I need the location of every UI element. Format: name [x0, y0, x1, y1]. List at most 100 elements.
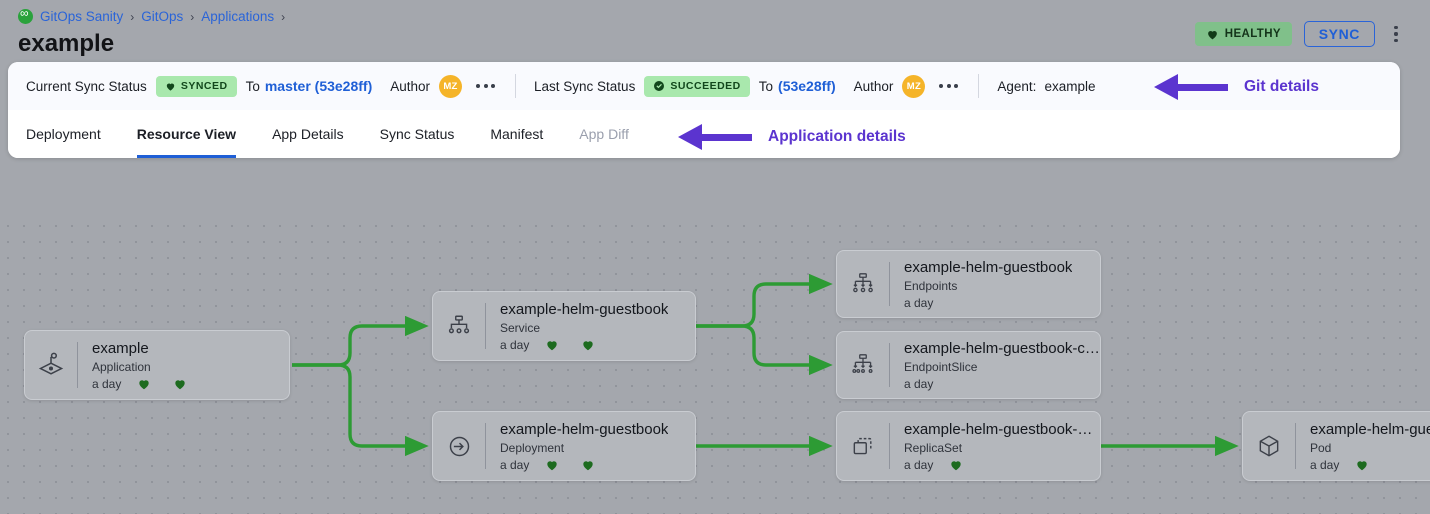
- heart-icon: [1207, 30, 1217, 39]
- tab-resource-view[interactable]: Resource View: [136, 111, 237, 158]
- agent-label: Agent:: [997, 78, 1037, 94]
- last-ellipsis-icon[interactable]: [939, 84, 959, 88]
- node-title: example-helm-guestbook: [904, 258, 1073, 276]
- node-content: example-helm-guestbook-74... ReplicaSet …: [890, 421, 1100, 472]
- divider: [889, 343, 890, 387]
- tab-deployment[interactable]: Deployment: [26, 126, 101, 142]
- tab-app-diff[interactable]: App Diff: [579, 126, 629, 142]
- node-health-icons: [1355, 458, 1391, 472]
- current-to-label: To: [245, 78, 260, 94]
- annotation-git-details: Git details: [1154, 74, 1319, 100]
- node-title: example: [92, 339, 149, 357]
- service-icon: [433, 313, 485, 339]
- last-revision-link[interactable]: (53e28ff): [778, 78, 836, 94]
- endpointslice-icon: [837, 352, 889, 378]
- node-health-icons: [137, 377, 209, 391]
- node-content: example-helm-guestbook-ct... EndpointSli…: [890, 340, 1100, 391]
- last-author-label: Author: [853, 78, 894, 94]
- heart-icon: [139, 379, 150, 389]
- node-title: example-helm-guestbook-ct...: [904, 339, 1100, 357]
- graph-node-replicaset[interactable]: example-helm-guestbook-74... ReplicaSet …: [836, 411, 1101, 481]
- divider: [1295, 423, 1296, 469]
- tab-manifest[interactable]: Manifest: [490, 126, 544, 142]
- annotation-application-details: Application details: [678, 124, 906, 150]
- annotation-git-details-label: Git details: [1244, 78, 1319, 95]
- current-sync-status-badge: SYNCED: [155, 75, 237, 97]
- node-age: a day: [92, 376, 122, 391]
- kebab-menu-icon[interactable]: [1388, 22, 1404, 46]
- graph-node-deployment[interactable]: example-helm-guestbook Deployment a day: [432, 411, 696, 481]
- node-age: a day: [500, 457, 530, 472]
- check-circle-icon: [654, 81, 665, 91]
- gitops-logo-icon: [18, 6, 33, 24]
- avatar: MZ: [439, 74, 463, 98]
- endpoints-icon: [837, 271, 889, 297]
- status-badge-healthy: HEALTHY: [1194, 22, 1292, 46]
- application-icon: [25, 351, 77, 379]
- breadcrumb-item-applications[interactable]: Applications: [201, 9, 275, 24]
- agent-value: example: [1044, 78, 1096, 94]
- node-content: example-helm-guestbook Endpoints a day: [890, 259, 1072, 310]
- breadcrumb-separator: ›: [130, 9, 135, 24]
- node-meta: a day: [904, 377, 1100, 391]
- last-to-label: To: [758, 78, 774, 94]
- avatar: MZ: [902, 74, 926, 98]
- annotation-application-details-label: Application details: [768, 128, 906, 145]
- node-content: example-helm-guest Pod a day: [1296, 421, 1430, 472]
- current-revision-link[interactable]: master (53e28ff): [264, 78, 373, 94]
- graph-node-service[interactable]: example-helm-guestbook Service a day: [432, 291, 696, 361]
- node-age: a day: [500, 337, 530, 352]
- node-title: example-helm-guestbook: [500, 420, 669, 438]
- left-arrow-annotation-icon: [1154, 74, 1228, 100]
- heart-icon: [583, 460, 594, 470]
- node-kind: Deployment: [500, 440, 565, 455]
- sync-button[interactable]: SYNC: [1303, 21, 1375, 47]
- deployment-icon: [433, 433, 485, 460]
- breadcrumb-separator: ›: [281, 9, 286, 24]
- graph-node-application[interactable]: example Application a day: [24, 330, 290, 400]
- node-kind: Pod: [1310, 440, 1332, 455]
- node-meta: a day: [500, 458, 668, 472]
- node-age: a day: [904, 457, 934, 472]
- breadcrumb: GitOps Sanity › GitOps › Applications ›: [18, 6, 286, 24]
- tab-app-details[interactable]: App Details: [272, 126, 344, 142]
- node-kind: EndpointSlice: [904, 359, 978, 374]
- divider: [485, 303, 486, 349]
- node-health-icons: [545, 458, 617, 472]
- node-title: example-helm-guest: [1310, 420, 1430, 438]
- graph-node-endpoints[interactable]: example-helm-guestbook Endpoints a day: [836, 250, 1101, 318]
- divider: [889, 423, 890, 469]
- left-arrow-annotation-icon: [678, 124, 752, 150]
- graph-node-endpointslice[interactable]: example-helm-guestbook-ct... EndpointSli…: [836, 331, 1101, 399]
- node-age: a day: [1310, 457, 1340, 472]
- resource-graph-canvas[interactable]: example Application a day: [0, 218, 1430, 514]
- node-meta: a day: [904, 296, 1072, 310]
- pod-icon: [1243, 433, 1295, 459]
- tab-sync-status[interactable]: Sync Status: [379, 126, 455, 142]
- graph-toolbar: Name Kind Health Status Sync Status: [0, 166, 1430, 377]
- node-health-icons: [545, 338, 617, 352]
- tab-bar: Deployment Resource View App Details Syn…: [8, 110, 1400, 158]
- node-content: example-helm-guestbook Deployment a day: [486, 421, 668, 472]
- last-sync-status-label: Last Sync Status: [534, 78, 636, 94]
- heart-icon: [547, 460, 558, 470]
- current-sync-status-label: Current Sync Status: [26, 78, 147, 94]
- node-age: a day: [904, 376, 934, 391]
- node-meta: a day: [92, 377, 209, 391]
- node-kind: Application: [92, 359, 151, 374]
- divider: [978, 74, 980, 98]
- node-kind: ReplicaSet: [904, 440, 963, 455]
- breadcrumb-item-gitops[interactable]: GitOps: [141, 9, 184, 24]
- status-badge-label: HEALTHY: [1224, 28, 1281, 40]
- heart-icon: [175, 379, 186, 389]
- heart-icon: [1357, 460, 1368, 470]
- node-content: example-helm-guestbook Service a day: [486, 301, 668, 352]
- breadcrumb-item-gitops-sanity[interactable]: GitOps Sanity: [40, 9, 124, 24]
- current-ellipsis-icon[interactable]: [476, 84, 496, 88]
- graph-node-pod[interactable]: example-helm-guest Pod a day: [1242, 411, 1430, 481]
- divider: [485, 423, 486, 469]
- node-content: example Application a day: [78, 340, 209, 391]
- page-title: example: [18, 30, 115, 57]
- breadcrumb-separator: ›: [190, 9, 195, 24]
